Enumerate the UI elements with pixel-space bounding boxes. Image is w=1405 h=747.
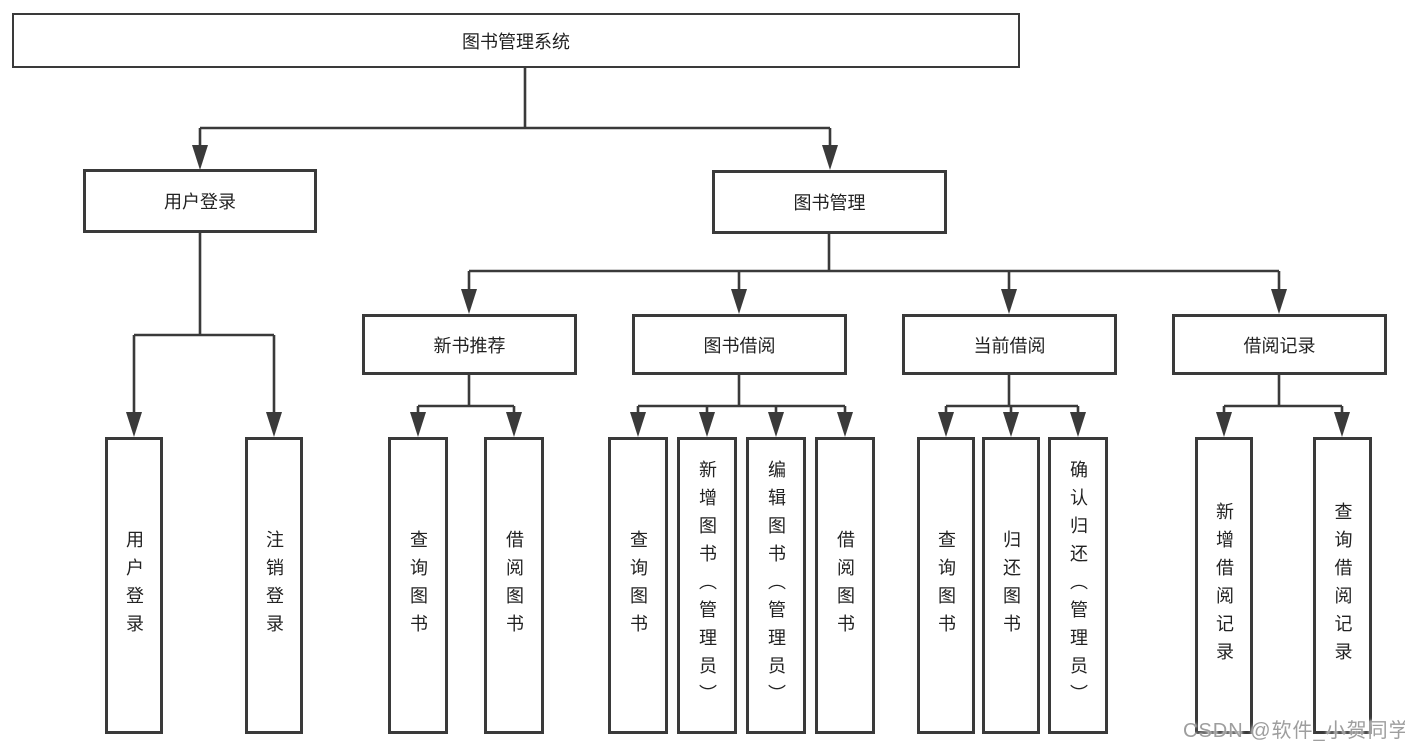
arrow-icon <box>266 412 282 437</box>
leaf-add-borrow-record: 新增借阅记录 <box>1195 437 1253 734</box>
arrow-icon <box>126 412 142 437</box>
arrow-icon <box>768 412 784 437</box>
arrow-icon <box>1003 412 1019 437</box>
leaf-logout: 注销登录 <box>245 437 303 734</box>
connector-borrowing-records-to-leaves <box>1222 375 1344 414</box>
leaf-query-books-recommendation: 查询图书 <box>388 437 448 734</box>
leaf-borrow-books-recommendation: 借阅图书 <box>484 437 544 734</box>
connector-book-management-to-level3 <box>467 234 1281 291</box>
leaf-borrow-books: 借阅图书 <box>815 437 875 734</box>
arrow-icon <box>1334 412 1350 437</box>
leaf-add-book-admin: 新增图书（管理员） <box>677 437 737 734</box>
connector-root-to-level2 <box>198 68 832 147</box>
arrow-icon <box>410 412 426 437</box>
connector-new-book-to-leaves <box>416 375 516 414</box>
csdn-watermark: CSDN @软件_小贺同学 <box>1183 720 1405 742</box>
arrow-icon <box>1216 412 1232 437</box>
arrow-icon <box>837 412 853 437</box>
leaf-user-login: 用户登录 <box>105 437 163 734</box>
arrow-icon <box>731 289 747 314</box>
node-new-book-recommendation: 新书推荐 <box>362 314 577 375</box>
leaf-return-books: 归还图书 <box>982 437 1040 734</box>
node-book-management: 图书管理 <box>712 170 947 234</box>
arrow-icon <box>1070 412 1086 437</box>
leaf-query-borrow-record: 查询借阅记录 <box>1313 437 1372 734</box>
arrow-icon <box>461 289 477 314</box>
node-borrowing-records: 借阅记录 <box>1172 314 1387 375</box>
arrow-icon <box>699 412 715 437</box>
leaf-edit-book-admin: 编辑图书（管理员） <box>746 437 806 734</box>
leaf-query-books-current: 查询图书 <box>917 437 975 734</box>
arrow-icon <box>506 412 522 437</box>
leaf-confirm-return-admin: 确认归还（管理员） <box>1048 437 1108 734</box>
arrow-icon <box>822 145 838 170</box>
node-user-login: 用户登录 <box>83 169 317 233</box>
arrow-icon <box>938 412 954 437</box>
connector-current-borrowing-to-leaves <box>944 375 1080 414</box>
connector-book-borrowing-to-leaves <box>636 375 847 414</box>
arrow-icon <box>1271 289 1287 314</box>
arrow-icon <box>1001 289 1017 314</box>
node-current-borrowing: 当前借阅 <box>902 314 1117 375</box>
connector-user-login-to-leaves <box>132 233 276 414</box>
arrow-icon <box>192 145 208 170</box>
node-book-borrowing: 图书借阅 <box>632 314 847 375</box>
node-library-management-system: 图书管理系统 <box>12 13 1020 68</box>
arrow-icon <box>630 412 646 437</box>
leaf-query-books-borrowing: 查询图书 <box>608 437 668 734</box>
